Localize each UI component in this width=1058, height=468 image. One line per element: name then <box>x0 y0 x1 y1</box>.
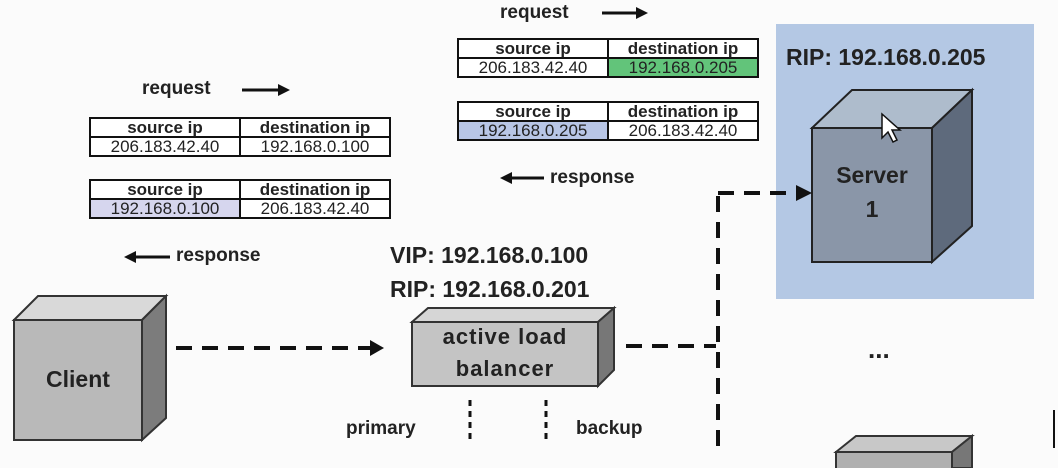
left-response-label: response <box>176 245 261 266</box>
server-label-line1: Server <box>836 162 908 188</box>
value-source-ip: 206.183.42.40 <box>89 136 241 157</box>
value-destination-ip: 192.168.0.100 <box>239 136 391 157</box>
client-box <box>11 293 169 443</box>
top-request-packet-table: source ip destination ip 206.183.42.40 1… <box>457 38 759 78</box>
lb-box-label-line1: active load <box>442 324 568 349</box>
header-source-ip: source ip <box>457 101 609 122</box>
header-destination-ip: destination ip <box>239 179 391 200</box>
left-response-packet-table: source ip destination ip 192.168.0.100 2… <box>89 179 391 219</box>
client-to-lb-arrowhead <box>370 340 384 356</box>
server-2-box-partial <box>833 433 975 468</box>
header-source-ip: source ip <box>89 117 241 138</box>
client-label: Client <box>46 366 110 392</box>
header-destination-ip: destination ip <box>607 38 759 59</box>
top-response-label: response <box>550 167 635 188</box>
header-destination-ip: destination ip <box>607 101 759 122</box>
value-source-ip: 192.168.0.205 <box>457 120 609 141</box>
mouse-cursor-icon <box>881 112 902 144</box>
header-source-ip: source ip <box>457 38 609 59</box>
top-response-packet-table: source ip destination ip 192.168.0.205 2… <box>457 101 759 141</box>
value-source-ip: 206.183.42.40 <box>457 57 609 78</box>
value-source-ip: 192.168.0.100 <box>89 198 241 219</box>
load-balancer-box <box>409 305 617 389</box>
left-request-label: request <box>142 78 211 99</box>
header-destination-ip: destination ip <box>239 117 391 138</box>
lb-vip-label: VIP: 192.168.0.100 <box>390 242 589 268</box>
trunk-to-server-arrowhead <box>796 185 812 201</box>
more-servers-ellipsis: ... <box>868 334 890 364</box>
server-label-line2: 1 <box>865 196 879 222</box>
value-destination-ip: 206.183.42.40 <box>607 120 759 141</box>
lb-rip-label: RIP: 192.168.0.201 <box>390 276 590 302</box>
top-request-label: request <box>500 2 569 23</box>
left-request-packet-table: source ip destination ip 206.183.42.40 1… <box>89 117 391 157</box>
server-1-box <box>809 87 975 265</box>
value-destination-ip: 206.183.42.40 <box>239 198 391 219</box>
header-source-ip: source ip <box>89 179 241 200</box>
server-rip-label: RIP: 192.168.0.205 <box>786 44 986 70</box>
lb-box-label-line2: balancer <box>455 356 555 381</box>
value-destination-ip: 192.168.0.205 <box>607 57 759 78</box>
backup-label: backup <box>576 418 643 439</box>
primary-label: primary <box>346 418 416 439</box>
